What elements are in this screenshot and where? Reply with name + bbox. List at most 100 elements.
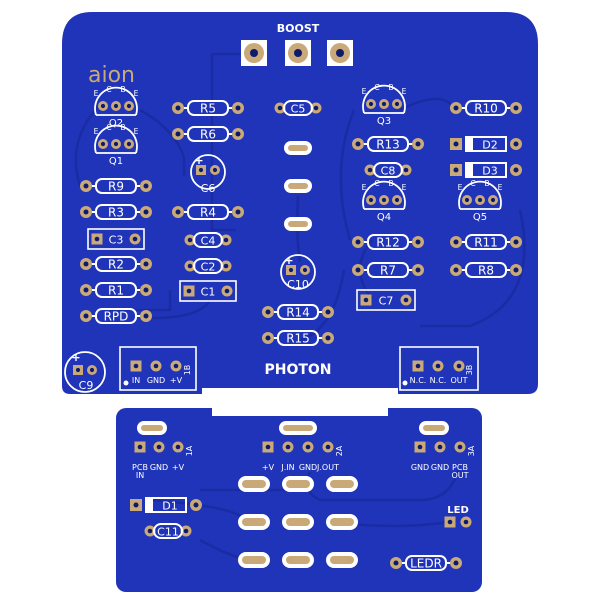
pin-e <box>462 195 472 205</box>
cathode-band <box>146 498 153 512</box>
pin-c <box>379 99 389 109</box>
boost-label: BOOST <box>277 22 320 35</box>
resistor-label: R5 <box>200 102 216 116</box>
pad-hole <box>250 49 258 57</box>
transistor-outline <box>94 86 138 116</box>
pad-hole <box>288 267 294 273</box>
slot-inner <box>330 556 354 564</box>
diode-label: D2 <box>482 139 497 152</box>
header-pin <box>434 441 446 453</box>
pad <box>172 102 184 114</box>
electrolytic-outline <box>190 154 226 190</box>
slot-inner <box>288 221 308 227</box>
pad <box>190 499 202 511</box>
pad <box>232 206 244 218</box>
plus-mark: + <box>284 254 293 267</box>
pad-hole <box>464 197 470 203</box>
transistor-label: Q5 <box>473 212 487 223</box>
slot-pad <box>419 421 449 435</box>
brand-logo: aion <box>88 63 135 88</box>
transistor-outline <box>362 84 406 114</box>
pin-letter: E <box>402 87 407 96</box>
capacitor-label: C11 <box>157 526 179 539</box>
pad <box>129 233 141 245</box>
resistor-body <box>95 282 137 298</box>
resistor-r3: R3 <box>80 204 152 220</box>
header-pin <box>172 441 184 453</box>
pin-e <box>366 99 376 109</box>
header-tag: 1A <box>185 445 194 456</box>
pad-hole <box>355 267 361 273</box>
pad <box>130 499 142 511</box>
capacitor-c5: C5 <box>274 100 322 116</box>
pad-hole <box>175 105 181 111</box>
pin-label: J.OUT <box>316 463 339 472</box>
pad-hole <box>403 167 409 173</box>
slot-inner <box>242 480 266 488</box>
pad-hole <box>83 209 89 215</box>
capacitor-c2: C2 <box>184 258 232 274</box>
pad-hole <box>143 287 149 293</box>
pin1-dot <box>123 380 129 386</box>
capacitor-c8: C8 <box>364 162 412 178</box>
capacitor-c7: C7 <box>356 289 416 311</box>
pad-hole <box>285 444 291 450</box>
resistor-label: R7 <box>380 264 396 278</box>
resistor-r12: R12 <box>352 234 424 250</box>
header-tag: 2A <box>335 445 344 456</box>
pin-label: PCB <box>132 463 148 472</box>
pin-letter: B <box>120 123 125 132</box>
resistor-label: LEDR <box>410 557 442 571</box>
pad-hole <box>305 444 311 450</box>
resistor-r13: R13 <box>352 136 424 152</box>
pin-label: IN <box>132 376 140 385</box>
slot-inner <box>330 518 354 526</box>
pad-hole <box>100 141 106 147</box>
resistor-label: R4 <box>200 206 216 220</box>
pad <box>80 258 92 270</box>
capacitor-c3: C3 <box>87 228 145 250</box>
resistor-r9: R9 <box>80 178 152 194</box>
pin-label: IN <box>136 471 144 480</box>
electrolytic-label: C9 <box>79 379 94 392</box>
pad <box>510 164 522 176</box>
led-label: LED <box>447 505 469 516</box>
pad-hole <box>457 444 463 450</box>
pin-letter: E <box>134 89 139 98</box>
capacitor-label: C2 <box>201 261 216 274</box>
resistor-label: R3 <box>108 206 124 220</box>
pad <box>400 294 412 306</box>
slot-pad <box>284 141 312 155</box>
pad-hole <box>403 297 409 303</box>
pin-letter: B <box>484 179 489 188</box>
pad <box>91 233 103 245</box>
pin-label: GND <box>150 463 168 472</box>
pad <box>286 265 296 275</box>
pad <box>400 164 412 176</box>
pad-hole <box>368 197 374 203</box>
header-pin <box>282 441 294 453</box>
pad <box>210 165 220 175</box>
footswitch-pad <box>282 552 314 568</box>
pad-hole <box>100 103 106 109</box>
transistor-outline <box>362 180 406 210</box>
electrolytic-label: C10 <box>287 278 309 291</box>
transistor-label: Q1 <box>109 156 123 167</box>
pad-hole <box>355 239 361 245</box>
pad <box>220 234 232 246</box>
pad <box>140 310 152 322</box>
pin-label: PCB <box>452 463 468 472</box>
capacitor-outline <box>179 280 237 302</box>
header-tag: 3A <box>467 445 476 456</box>
pad <box>80 310 92 322</box>
footswitch-pad <box>238 552 270 568</box>
resistor-body <box>187 204 229 220</box>
electrolytic-c6: +C6 <box>190 154 226 195</box>
pad-hole <box>381 197 387 203</box>
header-tag: 3B <box>465 365 474 376</box>
pad-hole <box>83 287 89 293</box>
resistor-label: R15 <box>286 332 310 346</box>
